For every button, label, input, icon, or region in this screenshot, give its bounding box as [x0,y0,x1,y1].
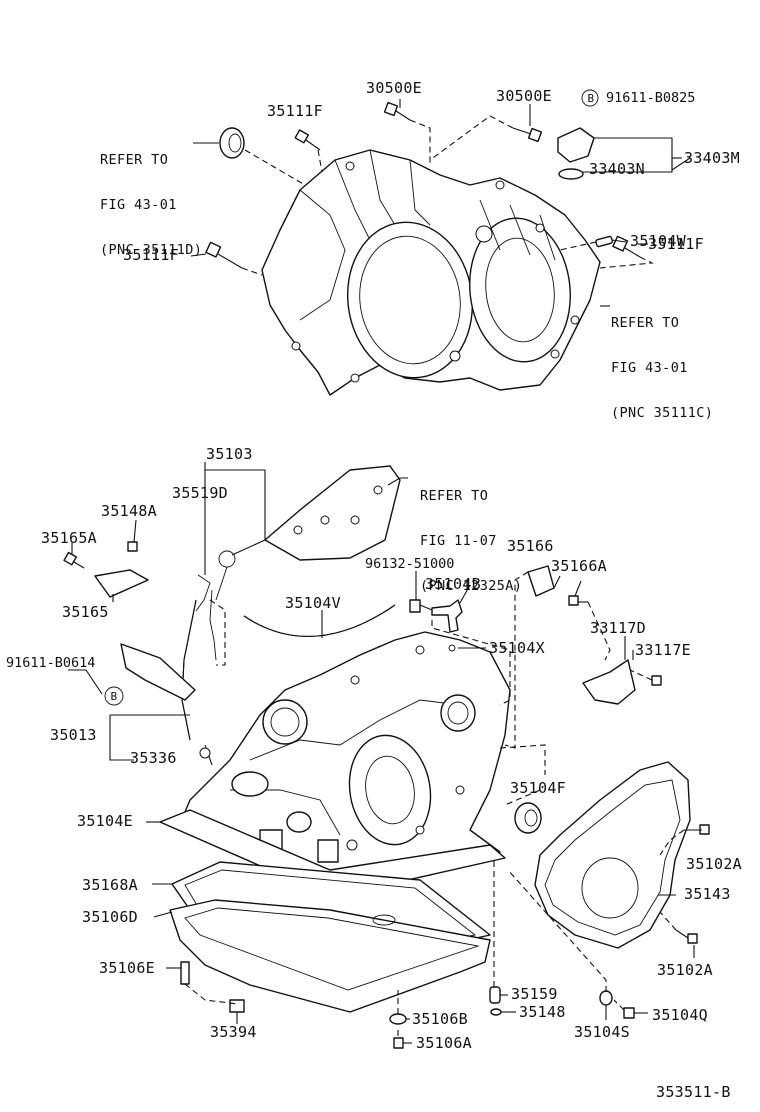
callout-91611-b0825: 91611-B0825 [606,90,696,106]
callout-33117d: 33117D [590,619,646,637]
transaxle-housing [261,149,601,396]
diagram-code: 353511-B [656,1083,731,1101]
callout-35166: 35166 [507,537,554,555]
callout-35104f: 35104F [510,779,566,797]
callout-30500e-b: 30500E [496,87,552,105]
callout-35148: 35148 [519,1003,566,1021]
bolt-30500e-b [512,127,543,143]
callout-30500e-a: 30500E [366,79,422,97]
reference-note-bracket: REFER TO FIG 11-07 (PNC 12325A) [420,459,522,609]
bolt-30500e-a [383,101,411,121]
callout-35111f-left: 35111F [123,246,179,264]
callout-35106d: 35106D [82,908,138,926]
callout-35111f-top: 35111F [267,102,323,120]
bolt-35111f-right [612,235,641,258]
bracket-12325a [264,465,401,561]
side-cover [534,761,691,949]
ref-left-line2: FIG 43-01 [100,197,177,213]
callout-35104q: 35104Q [652,1006,708,1024]
clamp-35165 [94,569,149,598]
oil-pan [169,899,491,1013]
ref-left-line3: (PNC 35111D) [100,242,203,258]
bracket-91611-b0614 [120,643,196,701]
callout-35104v: 35104V [285,594,341,612]
callout-35165: 35165 [62,603,109,621]
callout-96132-51000: 96132-51000 [365,556,455,572]
callout-35168a: 35168A [82,876,138,894]
callout-33403n: 33403N [589,160,645,178]
bullet-b-top [581,89,599,107]
callout-35103: 35103 [206,445,253,463]
callout-35106e: 35106E [99,959,155,977]
bolt-35111f-top [294,129,321,151]
callout-35111f-right: 35111F [648,235,704,253]
transmission-case [179,631,511,891]
reference-note-left: REFER TO FIG 43-01 (PNC 35111D) [100,123,202,273]
callout-33117e: 33117E [635,641,691,659]
callout-33403m: 33403M [684,149,740,167]
callout-35104w: 35104W [630,232,686,250]
pin-35104w [595,235,614,248]
oil-seal-35111d [219,127,245,159]
callout-bullet-b-top: B [587,92,595,105]
callout-35336: 35336 [130,749,177,767]
callout-35106a: 35106A [416,1034,472,1052]
callout-35106b: 35106B [412,1010,468,1028]
ref-right-line1: REFER TO [611,315,680,331]
ref-bracket-line3: (PNC 12325A) [420,578,523,594]
callout-35102a-bottom: 35102A [657,961,713,979]
callout-bullet-b-bottom: B [110,690,118,703]
sensor-33403m [557,127,595,180]
ref-right-line3: (PNC 35111C) [611,405,714,421]
bullet-b-bottom [104,686,124,706]
callout-35104e: 35104E [77,812,133,830]
callout-91611-b0614: 91611-B0614 [6,655,96,671]
ref-left-line1: REFER TO [100,152,169,168]
ref-bracket-line2: FIG 11-07 [420,533,497,549]
callout-35013: 35013 [50,726,97,744]
callout-35394: 35394 [210,1023,257,1041]
callout-35519d: 35519D [172,484,228,502]
ref-bracket-line1: REFER TO [420,488,489,504]
callout-35104b: 35104B [425,575,481,593]
callout-35104x: 35104X [489,639,545,657]
callout-35166a: 35166A [551,557,607,575]
ref-right-line2: FIG 43-01 [611,360,688,376]
callout-35159: 35159 [511,985,558,1003]
callout-35104s: 35104S [574,1023,630,1041]
bolt-35111f-left [205,241,243,269]
callout-35143: 35143 [684,885,731,903]
reference-note-right: REFER TO FIG 43-01 (PNC 35111C) [611,286,713,436]
callout-35165a: 35165A [41,529,97,547]
callout-35148a: 35148A [101,502,157,520]
callout-35102a-top: 35102A [686,855,742,873]
